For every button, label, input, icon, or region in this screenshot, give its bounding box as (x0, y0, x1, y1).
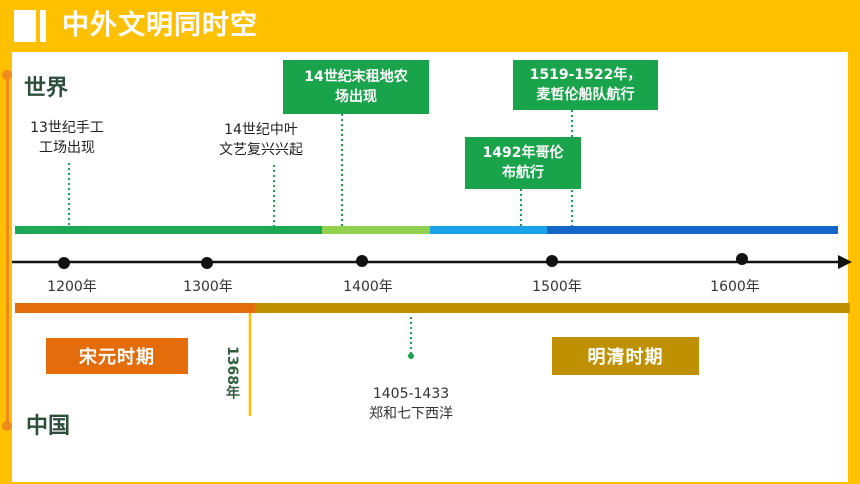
slide-body (12, 52, 848, 482)
axis-dot-1600 (736, 253, 748, 265)
event-text-line: 1519-1522年， (529, 67, 642, 83)
event-zhenghe-voyages: 1405-1433 郑和七下西洋 (346, 384, 476, 424)
world-label: 世界 (24, 76, 69, 101)
tick-1300: 1300年 (183, 279, 233, 295)
event-text-line: 文艺复兴兴起 (219, 142, 303, 158)
tick-1500: 1500年 (532, 279, 582, 295)
china-label: 中国 (26, 414, 71, 439)
axis-dot-1200 (58, 257, 70, 269)
event-text-line: 麦哲伦船队航行 (536, 87, 635, 103)
event-text-line: 14世纪中叶 (224, 122, 298, 138)
tick-1400: 1400年 (343, 279, 393, 295)
tick-1600: 1600年 (710, 279, 760, 295)
period-songyuan: 宋元时期 (46, 338, 188, 374)
event-text-line: 1405-1433 (372, 386, 450, 402)
event-text-line: 布航行 (502, 165, 544, 181)
event-text-line: 1492年哥伦 (482, 145, 564, 161)
event-renaissance: 14世纪中叶 文艺复兴兴起 (196, 120, 326, 160)
tick-1200: 1200年 (47, 279, 97, 295)
event-columbus-voyage: 1492年哥伦 布航行 (465, 137, 581, 189)
world-band-4 (547, 226, 838, 234)
event-1368: 1368年 (224, 346, 240, 399)
event-text-line: 14世纪末租地农 (304, 69, 408, 85)
axis-dot-1400 (356, 255, 368, 267)
axis-dot-1300 (201, 257, 213, 269)
china-band-mingqing (255, 303, 850, 313)
event-text-line: 场出现 (335, 89, 377, 105)
world-band-2 (322, 226, 430, 234)
axis-dot-1500 (546, 255, 558, 267)
left-connector (6, 74, 9, 426)
event-magellan-voyage: 1519-1522年， 麦哲伦船队航行 (513, 60, 658, 110)
event-text-line: 工场出现 (39, 140, 95, 156)
left-connector-dot-top (2, 70, 12, 80)
event-text-line: 郑和七下西洋 (369, 406, 453, 422)
axis-arrow-icon (838, 255, 852, 269)
page-title: 中外文明同时空 (62, 10, 258, 41)
connector-zhenghe-dot (408, 353, 414, 359)
header-bar-icon-thin (40, 10, 46, 42)
period-mingqing: 明清时期 (552, 337, 699, 375)
world-band-3 (430, 226, 547, 234)
china-band-songyuan (15, 303, 255, 313)
world-band-1 (15, 226, 322, 234)
left-connector-dot-bottom (2, 421, 12, 431)
event-13th-century-workshops: 13世纪手工 工场出现 (12, 118, 122, 158)
event-text-line: 13世纪手工 (30, 120, 104, 136)
header-bar-icon (14, 10, 36, 42)
event-tenant-farms: 14世纪末租地农 场出现 (283, 60, 429, 114)
